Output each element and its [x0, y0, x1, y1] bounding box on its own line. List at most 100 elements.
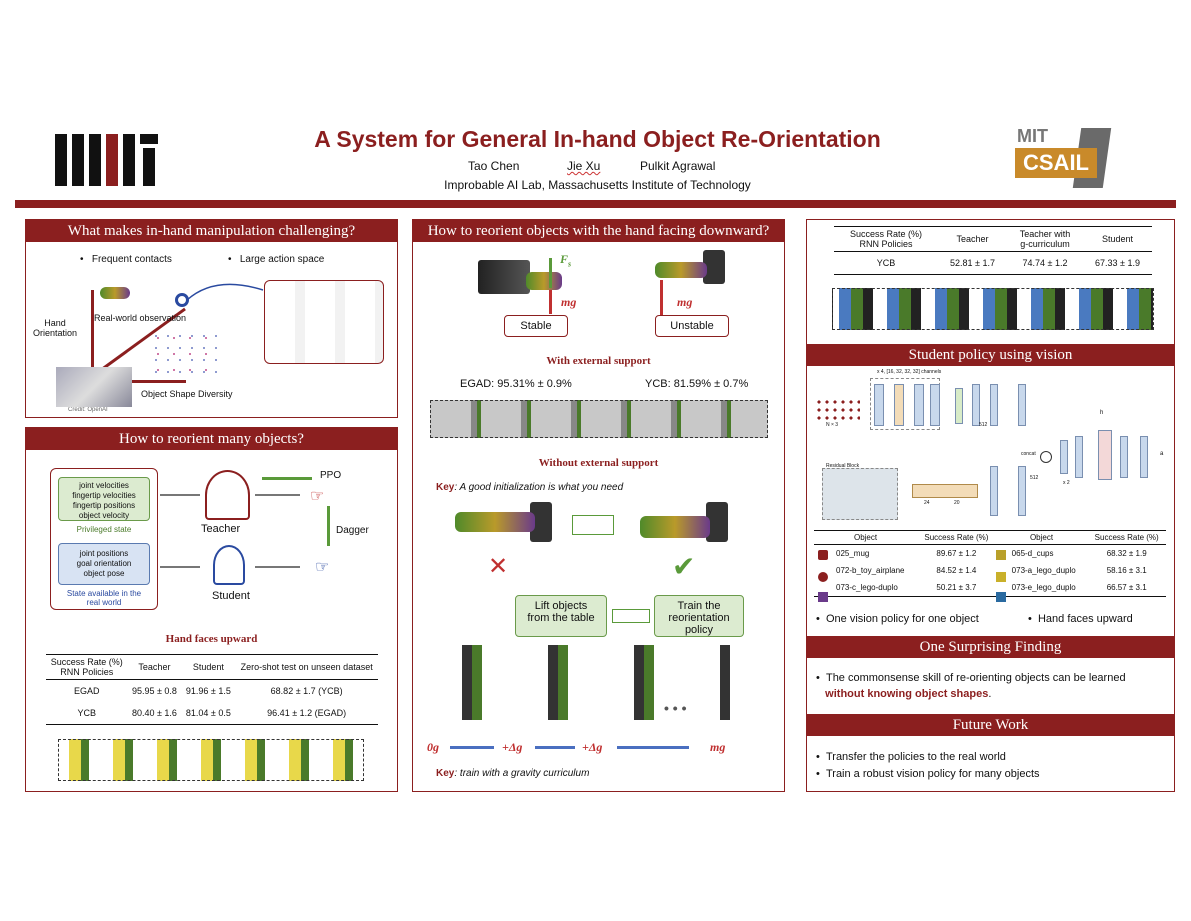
stable-fingers — [526, 272, 562, 290]
realworld-label: Real-world observation — [94, 313, 187, 323]
arrow-student-action — [255, 566, 300, 568]
x2-label: x 2 — [1063, 480, 1070, 486]
fs-label: Fs — [560, 252, 572, 269]
d20-label: 20 — [954, 500, 960, 506]
ppo-arrow — [262, 477, 312, 480]
axis-x-label: Object Shape Diversity — [141, 389, 233, 399]
concat-circle — [1040, 451, 1052, 463]
point-cloud-input — [815, 398, 860, 420]
state-frame — [50, 468, 158, 610]
lift-objects-box: Lift objects from the table — [515, 595, 607, 637]
author-1: Tao Chen — [468, 159, 520, 173]
lego-c-icon — [818, 592, 828, 602]
vision-bullet-1: • One vision policy for one object — [816, 613, 979, 625]
dg1-label: +Δg — [502, 740, 523, 754]
mg-arrow-stable — [549, 290, 552, 314]
nn-top-label: x 4, [16, 32, 32, 32] channels — [877, 369, 942, 375]
s512a-label: 512 — [979, 422, 988, 428]
action-space-curve — [186, 283, 264, 301]
hand-grid-box — [264, 280, 384, 364]
nn-block-res1 — [914, 384, 924, 426]
unstable-hand-render — [703, 250, 725, 284]
stable-label: Stable — [504, 315, 568, 337]
without-support-subtitle: Without external support — [538, 457, 659, 469]
output-label: a — [1160, 451, 1164, 457]
teacher-icon — [205, 470, 250, 520]
lego-a-icon — [996, 572, 1006, 582]
mit-logo — [55, 134, 158, 186]
g0-label: 0g — [427, 740, 439, 754]
nn-block-fc7 — [990, 466, 998, 516]
residual-block-label: Residual Block — [826, 463, 860, 469]
with-support-subtitle: With external support — [546, 355, 651, 367]
real-state-label: State available in the real world — [66, 589, 142, 607]
arrow-real-student — [160, 566, 200, 568]
nn-block-pool — [955, 388, 963, 424]
airplane-icon — [818, 572, 828, 582]
vision-bullet-2: • Hand faces upward — [1028, 613, 1133, 625]
downward-panel — [412, 219, 785, 792]
student-label: Student — [212, 590, 250, 602]
real-hand-photo — [56, 367, 132, 407]
axis-x-arrow — [91, 380, 186, 383]
ellipsis-dots: • • • — [664, 700, 687, 716]
ppo-label: PPO — [320, 470, 342, 481]
poster-title: A System for General In-hand Object Re-O… — [314, 126, 881, 152]
csail-logo: MIT CSAIL — [1015, 126, 1120, 192]
curriculum-strip — [832, 288, 1154, 330]
residual-block-box — [822, 468, 898, 520]
gravity-arrow-1 — [450, 746, 494, 749]
student-icon — [213, 545, 245, 585]
arrow-priv-teacher — [160, 494, 200, 496]
mug-icon — [818, 550, 828, 560]
with-support-strip — [430, 400, 768, 438]
gravity-sequence — [420, 645, 730, 720]
axis-y-label: Hand Orientation — [33, 318, 78, 338]
nn-block-fc3 — [1060, 440, 1068, 474]
s512b-label: 512 — [1030, 475, 1039, 481]
unstable-fingers — [655, 262, 707, 278]
hand-render-small — [100, 287, 130, 299]
arrow-teacher-action — [255, 494, 300, 496]
finding-text: • The commonsense skill of re-orienting … — [816, 672, 1126, 700]
cross-icon: ✕ — [488, 553, 509, 580]
key1-text: Key: A good initialization is what you n… — [436, 482, 624, 493]
lego-e-icon — [996, 592, 1006, 602]
unstable-label: Unstable — [655, 315, 729, 337]
challenge-title: What makes in-hand manipulation challeng… — [26, 220, 397, 242]
axis-y-arrow — [91, 290, 94, 380]
nn-block-mlp1 — [972, 384, 980, 426]
nn-block-gru — [1098, 430, 1112, 480]
mg-final-label: mg — [710, 740, 726, 754]
future-title: Future Work — [807, 714, 1174, 736]
right-panel — [806, 219, 1175, 792]
init-good-arm — [706, 502, 728, 542]
state-input-box — [912, 484, 978, 498]
ycb-result: YCB: 81.59% ± 0.7% — [645, 378, 749, 390]
teacher-label: Teacher — [201, 523, 241, 535]
cups-icon — [996, 550, 1006, 560]
student-action-hand-icon: ☞ — [315, 559, 330, 576]
affiliation: Improbable AI Lab, Massachusetts Institu… — [444, 178, 751, 192]
lift-to-train-arrow — [612, 609, 650, 623]
key2-text: Key: train with a gravity curriculum — [436, 768, 590, 779]
train-policy-box: Train the reorientation policy — [654, 595, 744, 637]
credit-label: Credit: OpenAI — [68, 407, 108, 413]
bullet-frequent-contacts: • Frequent contacts — [80, 254, 172, 265]
nn-block-bn — [894, 384, 904, 426]
init-bad-arm — [530, 502, 552, 542]
author-3: Pulkit Agrawal — [640, 159, 716, 173]
nn-block-fc6 — [1140, 436, 1148, 478]
hand-upward-subtitle: Hand faces upward — [165, 633, 258, 645]
privileged-label: Privileged state — [76, 525, 132, 534]
mg-arrow-unstable — [660, 280, 663, 316]
many-panel — [25, 427, 398, 792]
nn-block-fc2 — [1018, 384, 1026, 426]
author-2: Jie Xu — [567, 159, 601, 173]
gravity-arrow-2 — [535, 746, 575, 749]
nn-block-res2 — [930, 384, 940, 426]
teacher-action-hand-icon: ☞ — [310, 488, 325, 505]
